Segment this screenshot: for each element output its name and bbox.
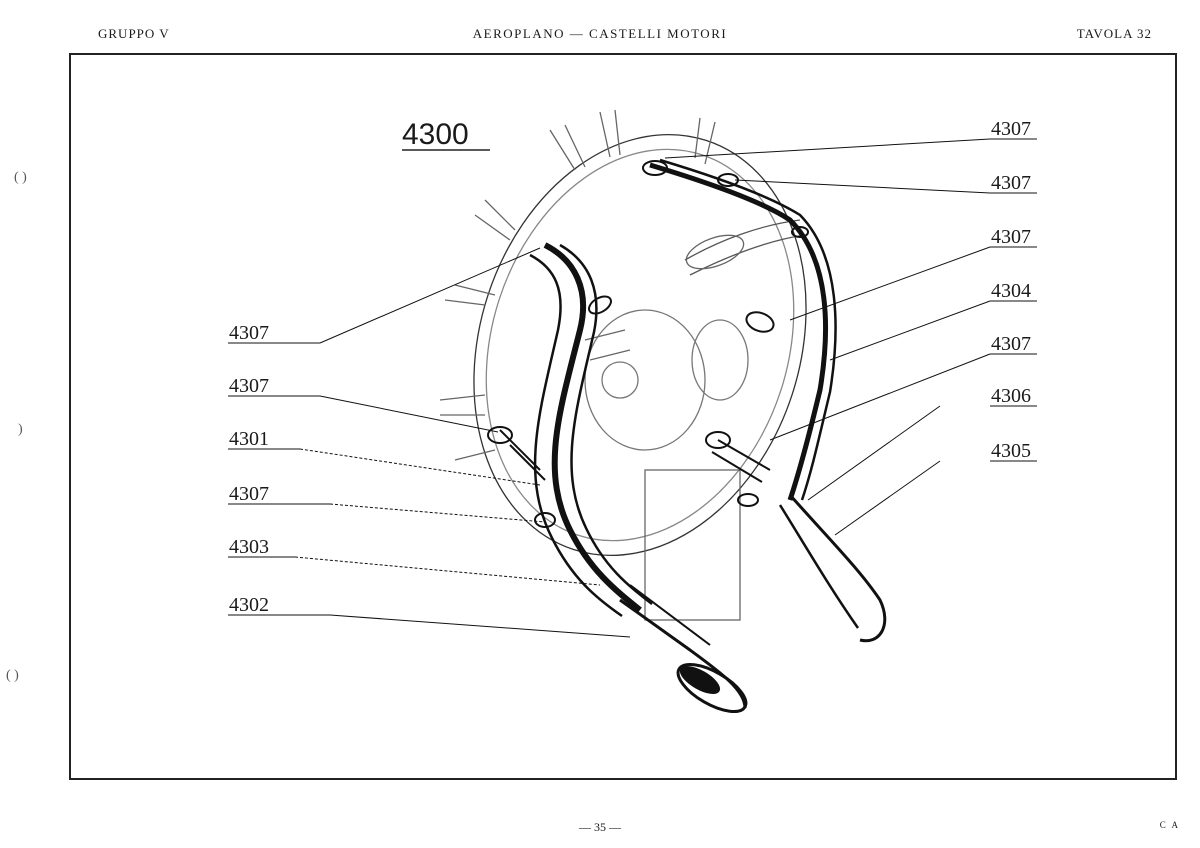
header-plate: TAVOLA 32 bbox=[1076, 26, 1152, 41]
binding-hole-mark: ( ) bbox=[6, 668, 19, 683]
right-exhaust-collector bbox=[642, 158, 887, 643]
header-title: AEROPLANO — CASTELLI MOTORI bbox=[472, 26, 728, 41]
drawing-frame bbox=[69, 53, 1177, 780]
part-label: 4301 bbox=[229, 428, 269, 450]
engine-sketch bbox=[439, 109, 807, 621]
part-label: 4307 bbox=[229, 375, 269, 397]
part-label: 4303 bbox=[229, 536, 269, 558]
part-label: 4307 bbox=[991, 333, 1031, 355]
part-label: 4306 bbox=[991, 385, 1031, 407]
binding-hole-mark: ( ) bbox=[14, 170, 27, 185]
part-label: 4307 bbox=[991, 172, 1031, 194]
part-label: 4305 bbox=[991, 440, 1031, 462]
part-label: 4307 bbox=[991, 226, 1031, 248]
leader-lines bbox=[228, 138, 1037, 638]
binding-hole-mark: ) bbox=[18, 422, 23, 437]
part-label: 4302 bbox=[229, 594, 269, 616]
part-labels: 4307 4307 4307 4304 4307 4306 4305 4307 … bbox=[229, 118, 1031, 616]
corner-mark: C A bbox=[1159, 820, 1180, 830]
left-exhaust-collector bbox=[487, 242, 748, 714]
part-label: 4307 bbox=[991, 118, 1031, 140]
part-label: 4304 bbox=[991, 280, 1031, 302]
part-label: 4307 bbox=[229, 483, 269, 505]
page-number: — 35 — bbox=[579, 820, 621, 834]
part-label: 4307 bbox=[229, 322, 269, 344]
assembly-number: 4300 bbox=[402, 118, 469, 151]
header-group: GRUPPO V bbox=[98, 26, 170, 41]
